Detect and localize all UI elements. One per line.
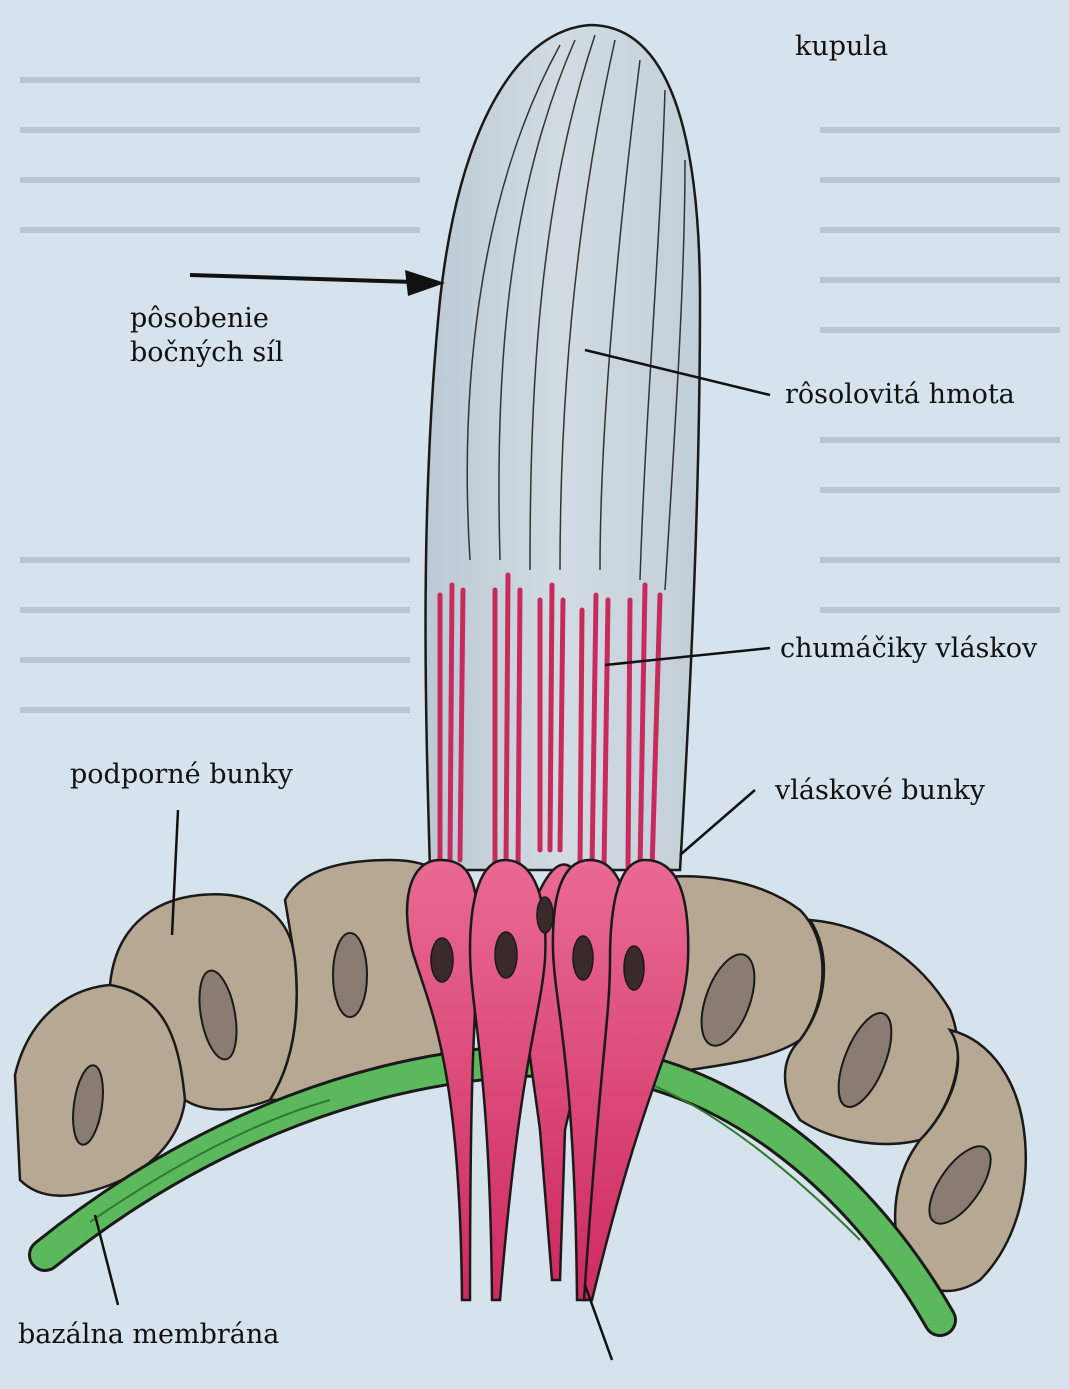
label-lateral-forces: pôsobenie bočných síl — [130, 302, 300, 370]
nucleus — [537, 897, 553, 933]
label-hair-cells: vláskové bunky — [775, 774, 985, 808]
label-kupula: kupula — [795, 30, 888, 64]
lateral-force-arrow — [190, 270, 445, 296]
nucleus — [573, 936, 593, 980]
nucleus — [431, 938, 453, 982]
label-gelatinous-mass: rôsolovitá hmota — [785, 378, 1015, 412]
label-basal-membrane: bazálna membrána — [18, 1318, 279, 1352]
leader-bottom — [585, 1285, 612, 1360]
nucleus — [495, 932, 517, 978]
label-hair-bundles: chumáčiky vláskov — [780, 632, 1037, 666]
nucleus — [333, 933, 367, 1017]
nucleus — [624, 946, 644, 990]
leader-hair-cells — [680, 790, 755, 855]
label-support-cells: podporné bunky — [70, 758, 293, 792]
